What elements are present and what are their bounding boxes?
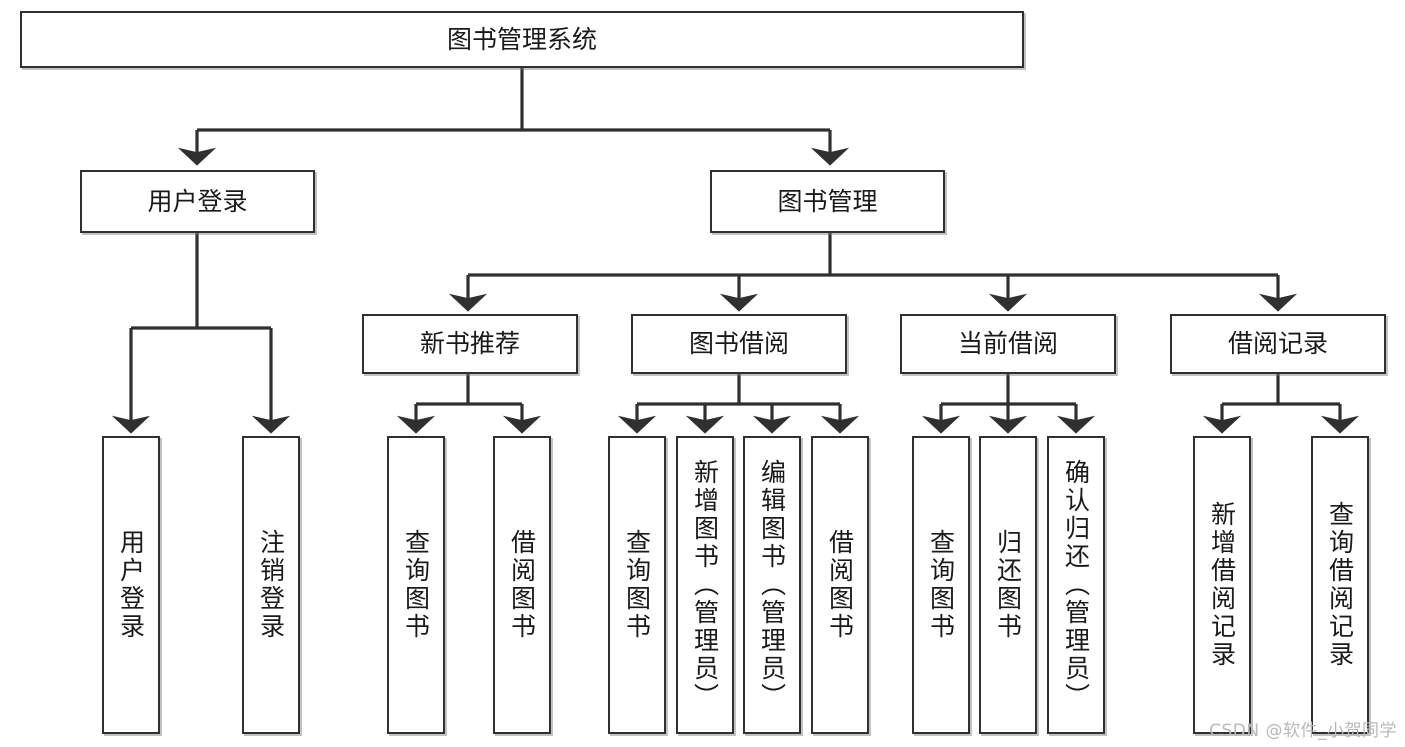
node-label: 确认归还（管理员） — [1061, 459, 1091, 711]
node-label: 用户登录 — [147, 186, 248, 216]
node-label: 借阅记录 — [1227, 329, 1328, 359]
node-label: 编辑图书（管理员） — [757, 459, 787, 711]
node-label: 归还图书 — [993, 529, 1023, 641]
leaf-edit-book-admin[interactable]: 编辑图书（管理员） — [743, 436, 801, 734]
node-new-book-recommendation[interactable]: 新书推荐 — [362, 314, 578, 374]
leaf-add-borrow-record[interactable]: 新增借阅记录 — [1193, 436, 1251, 734]
node-label: 新增图书（管理员） — [690, 459, 720, 711]
node-label: 当前借阅 — [957, 329, 1058, 359]
leaf-borrow-book-newbook[interactable]: 借阅图书 — [493, 436, 551, 734]
node-root-library-management-system[interactable]: 图书管理系统 — [20, 11, 1024, 68]
node-label: 新增借阅记录 — [1207, 501, 1237, 669]
leaf-logout[interactable]: 注销登录 — [242, 436, 300, 734]
node-label: 图书借阅 — [688, 329, 789, 359]
node-label: 查询借阅记录 — [1325, 501, 1355, 669]
node-book-management[interactable]: 图书管理 — [710, 170, 945, 233]
node-label: 用户登录 — [116, 529, 146, 641]
leaf-query-borrow-record[interactable]: 查询借阅记录 — [1311, 436, 1369, 734]
csdn-watermark: CSDN @软件_小贺同学 — [1209, 721, 1397, 741]
node-label: 注销登录 — [256, 529, 286, 641]
node-label: 新书推荐 — [419, 329, 520, 359]
node-label: 查询图书 — [622, 529, 652, 641]
node-user-login[interactable]: 用户登录 — [80, 170, 315, 233]
leaf-query-book-current[interactable]: 查询图书 — [912, 436, 970, 734]
leaf-borrow-book[interactable]: 借阅图书 — [811, 436, 869, 734]
leaf-add-book-admin[interactable]: 新增图书（管理员） — [676, 436, 734, 734]
leaf-query-book-newbook[interactable]: 查询图书 — [387, 436, 445, 734]
leaf-query-book-borrow[interactable]: 查询图书 — [608, 436, 666, 734]
leaf-confirm-return-admin[interactable]: 确认归还（管理员） — [1047, 436, 1105, 734]
leaf-return-book[interactable]: 归还图书 — [979, 436, 1037, 734]
node-label: 图书管理 — [777, 186, 878, 216]
node-label: 查询图书 — [401, 529, 431, 641]
node-book-borrow[interactable]: 图书借阅 — [631, 314, 847, 374]
node-label: 借阅图书 — [507, 529, 537, 641]
node-label: 借阅图书 — [825, 529, 855, 641]
leaf-user-login[interactable]: 用户登录 — [102, 436, 160, 734]
node-current-borrow[interactable]: 当前借阅 — [900, 314, 1116, 374]
node-label: 图书管理系统 — [446, 24, 597, 54]
node-borrow-record[interactable]: 借阅记录 — [1170, 314, 1386, 374]
node-label: 查询图书 — [926, 529, 956, 641]
